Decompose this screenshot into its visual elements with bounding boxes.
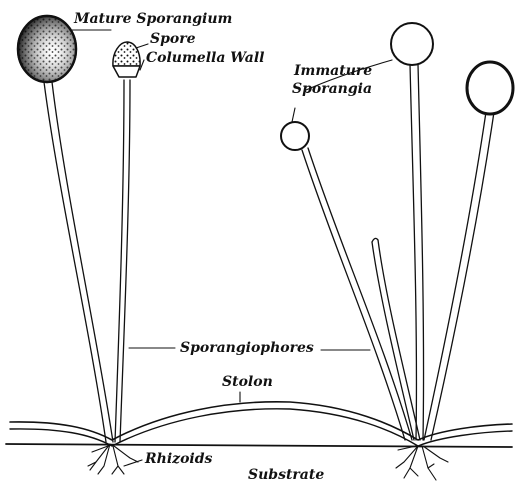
label-mature-sporangium: Mature Sporangium	[74, 12, 232, 27]
immature-sporangium-right	[467, 62, 513, 114]
label-columella-wall: Columella Wall	[146, 51, 265, 66]
columella	[113, 42, 140, 77]
rhizoids-left	[88, 444, 138, 474]
sporangiophore-tall-center	[410, 64, 424, 440]
sporangiophore-immature-small	[302, 148, 412, 440]
label-sporangiophores: Sporangiophores	[180, 341, 314, 356]
sporangiophore-columella	[115, 80, 130, 442]
label-substrate: Substrate	[248, 468, 324, 483]
sporangiophore-mature	[44, 82, 113, 442]
sporangiophore-right	[424, 112, 494, 440]
mature-sporangium	[18, 16, 76, 82]
immature-sporangium-small	[281, 122, 309, 150]
label-sporangia: Sporangia	[292, 82, 372, 97]
label-rhizoids: Rhizoids	[145, 452, 212, 467]
immature-sporangium-large	[391, 23, 433, 65]
label-stolon: Stolon	[222, 375, 273, 390]
substrate-line	[6, 444, 512, 447]
rhizoids-right	[396, 446, 448, 480]
label-spore: Spore	[150, 32, 196, 47]
label-immature: Immature	[294, 64, 372, 79]
stolon	[10, 402, 512, 446]
